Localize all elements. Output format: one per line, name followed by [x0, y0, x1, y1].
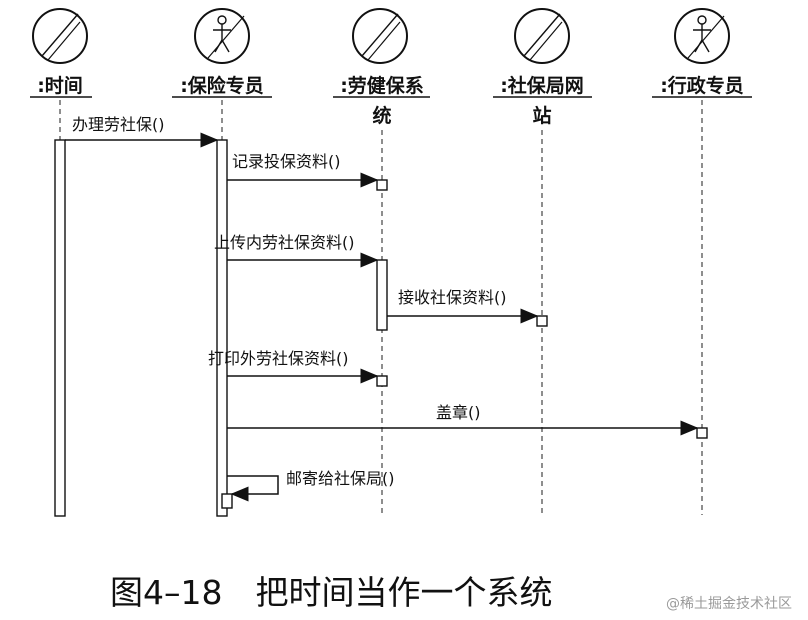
lab-system-object-label-line1: :劳健保系 [340, 74, 424, 97]
message-label-6: 盖章() [436, 403, 481, 422]
admin-activation-box [696, 427, 708, 439]
officer-object-label: :保险专员 [180, 74, 264, 97]
time-object-label: :时间 [37, 75, 83, 97]
ss-website-object-symbol [514, 8, 570, 64]
message-label-1: 办理劳社保() [72, 115, 165, 134]
officer-activation-bar [216, 139, 228, 517]
lab-system-activation-box-1 [376, 179, 388, 191]
figure-caption: 图4–18 把时间当作一个系统 [110, 573, 553, 612]
message-label-4: 接收社保资料() [398, 288, 507, 307]
time-object-symbol [32, 8, 88, 64]
ss-website-object-label-line2: 站 [532, 104, 551, 127]
officer-self-call-activation [221, 493, 233, 509]
officer-actor-symbol [194, 8, 250, 64]
lab-system-object-symbol [352, 8, 408, 64]
ss-website-activation-box [536, 315, 548, 327]
time-activation-bar [54, 139, 66, 517]
lab-system-activation-bar [376, 259, 388, 331]
watermark: @稀土掘金技术社区 [666, 596, 792, 612]
message-label-2: 记录投保资料() [232, 152, 341, 171]
message-label-5: 打印外劳社保资料() [208, 349, 349, 368]
admin-actor-symbol [674, 8, 730, 64]
lab-system-activation-box-2 [376, 375, 388, 387]
message-arrow-7-self-call [227, 475, 279, 502]
lab-system-object-label-line2: 统 [372, 104, 391, 127]
ss-website-object-label-line1: :社保局网 [500, 74, 584, 97]
message-label-3: 上传内劳社保资料() [214, 233, 355, 252]
admin-object-label: :行政专员 [660, 74, 744, 97]
message-label-7: 邮寄给社保局() [286, 469, 395, 488]
